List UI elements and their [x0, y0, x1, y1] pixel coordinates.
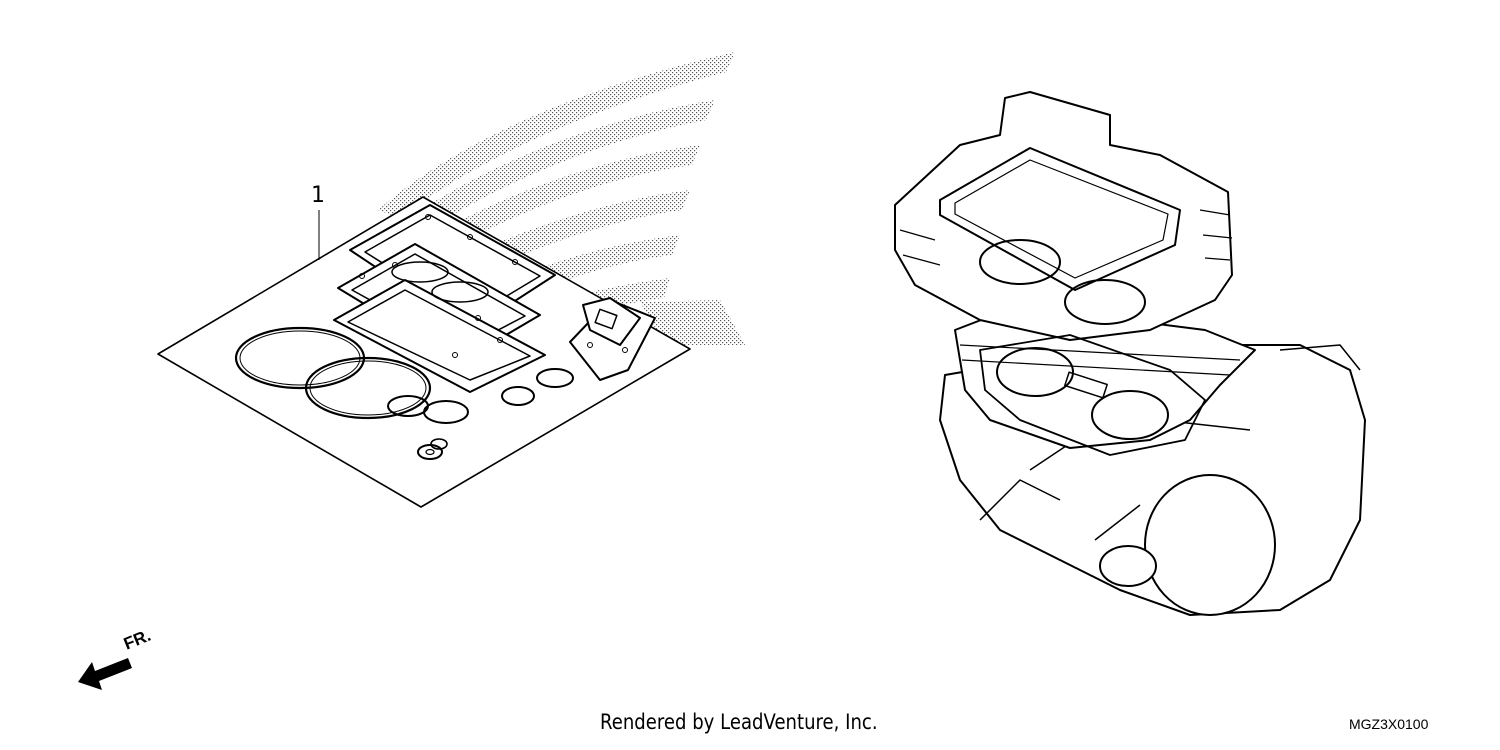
head-cover-gaskets: [333, 204, 556, 393]
small-cover-gaskets: [569, 297, 656, 381]
callout-number: 1: [311, 183, 325, 208]
engine-drawing: [894, 91, 1366, 616]
diagram-code: MGZ3X0100: [1349, 716, 1429, 732]
front-direction-arrow-icon: [78, 658, 132, 690]
o-rings: [234, 326, 574, 460]
gasket-kit-drawing: [157, 196, 691, 508]
render-credit: Rendered by LeadVenture, Inc.: [600, 710, 878, 734]
